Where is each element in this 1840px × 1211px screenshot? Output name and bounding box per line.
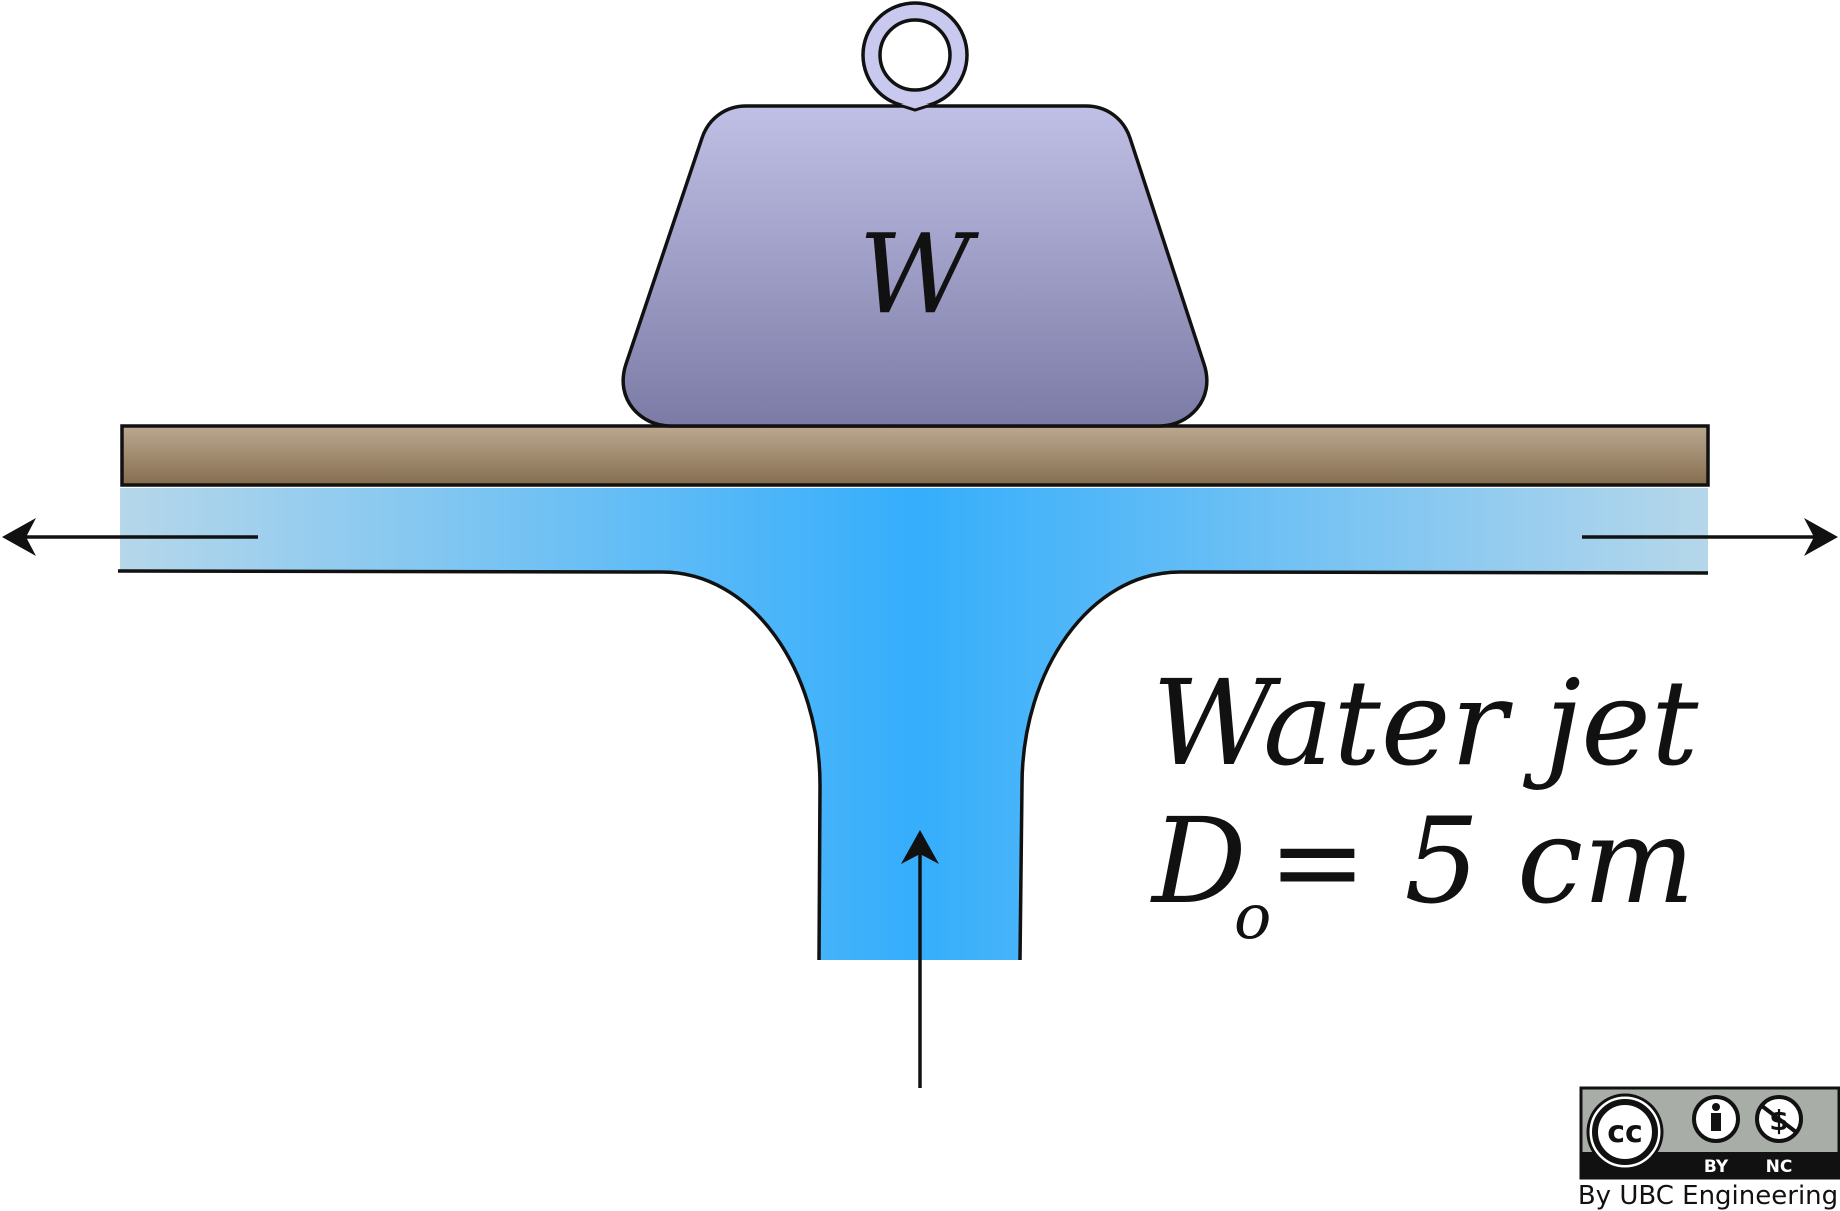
plate (120, 424, 1710, 487)
cc-icon-text: cc (1607, 1115, 1643, 1150)
by-label: BY (1704, 1157, 1729, 1177)
diameter-symbol: D (1150, 792, 1247, 930)
noncommercial-dollar-icon: $ (1755, 1095, 1803, 1143)
nc-label: NC (1766, 1157, 1793, 1177)
water-jet-outline-right (1018, 570, 1709, 961)
weight-label: W (858, 210, 979, 338)
diameter-subscript: o (1234, 880, 1271, 953)
inflow-arrow-up (901, 830, 939, 1088)
weight-block (621, 104, 1209, 428)
water-jet-outline-left (117, 569, 822, 961)
attribution-person-icon (1692, 1095, 1740, 1143)
jet-title: Water jet (1152, 654, 1699, 792)
outflow-arrow-left (2, 518, 258, 556)
outflow-arrow-right (1582, 518, 1838, 556)
credit-text: By UBC Engineering (1578, 1181, 1838, 1211)
jet-diameter-annotation: D o = 5 cm (1150, 792, 1695, 953)
cc-icon: cc (1586, 1093, 1664, 1171)
diameter-value: = 5 cm (1268, 792, 1695, 930)
weight-ring (861, 1, 969, 112)
water-jet (120, 488, 1708, 960)
cc-by-nc-badge: cc $ BY NC (1579, 1086, 1840, 1180)
